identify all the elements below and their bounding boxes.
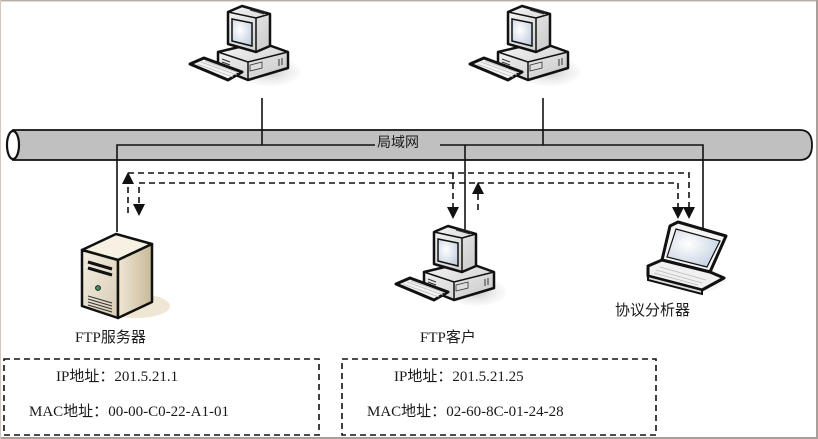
flow-server-to-analyzer: [127, 172, 690, 213]
desktop-computer-icon-top-right: [468, 4, 582, 88]
client-mac-label: MAC地址：: [367, 404, 447, 420]
arrow-up-server: [122, 172, 134, 184]
info-box-ftp-server: [3, 358, 320, 436]
desktop-computer-icon-top-left: [188, 4, 302, 88]
client-ip-label: IP地址：: [394, 369, 453, 385]
link-bus-right: [440, 144, 704, 232]
protocol-analyzer-label: 协议分析器: [615, 303, 691, 319]
client-mac-row: MAC地址：02-60-8C-01-24-28: [367, 405, 564, 420]
ftp-client-label: FTP客户: [420, 330, 476, 346]
connection-lines: [116, 98, 704, 232]
server-icon: [80, 232, 172, 320]
arrow-down-client: [447, 207, 459, 219]
lan-label: 局域网: [376, 136, 420, 151]
server-ip-value: 201.5.21.1: [114, 369, 179, 385]
client-mac-value: 02-60-8C-01-24-28: [446, 404, 564, 420]
server-ip-row: IP地址：201.5.21.1: [56, 370, 178, 385]
server-ip-label: IP地址：: [56, 369, 115, 385]
server-mac-row: MAC地址：00-00-C0-22-A1-01: [29, 405, 229, 420]
flow-client-to-analyzer: [478, 182, 679, 210]
arrow-heads: [122, 172, 695, 219]
data-flows: [127, 172, 690, 213]
arrow-up-client: [472, 182, 484, 194]
server-mac-label: MAC地址：: [29, 404, 109, 420]
laptop-icon: [646, 220, 728, 296]
arrow-down-server: [133, 204, 145, 216]
client-ip-row: IP地址：201.5.21.25: [394, 370, 524, 385]
ftp-server-label: FTP服务器: [75, 330, 146, 346]
desktop-computer-icon-ftp-client: [394, 224, 508, 308]
link-ftp-server: [116, 144, 375, 232]
info-box-ftp-client: [341, 358, 657, 436]
client-ip-value: 201.5.21.25: [452, 369, 524, 385]
flow-client-to-server: [138, 182, 479, 210]
server-mac-value: 00-00-C0-22-A1-01: [108, 404, 230, 420]
bus-end-cap: [5, 129, 21, 161]
arrow-down-analyzer-2: [683, 207, 695, 219]
arrow-down-analyzer-1: [672, 207, 684, 219]
